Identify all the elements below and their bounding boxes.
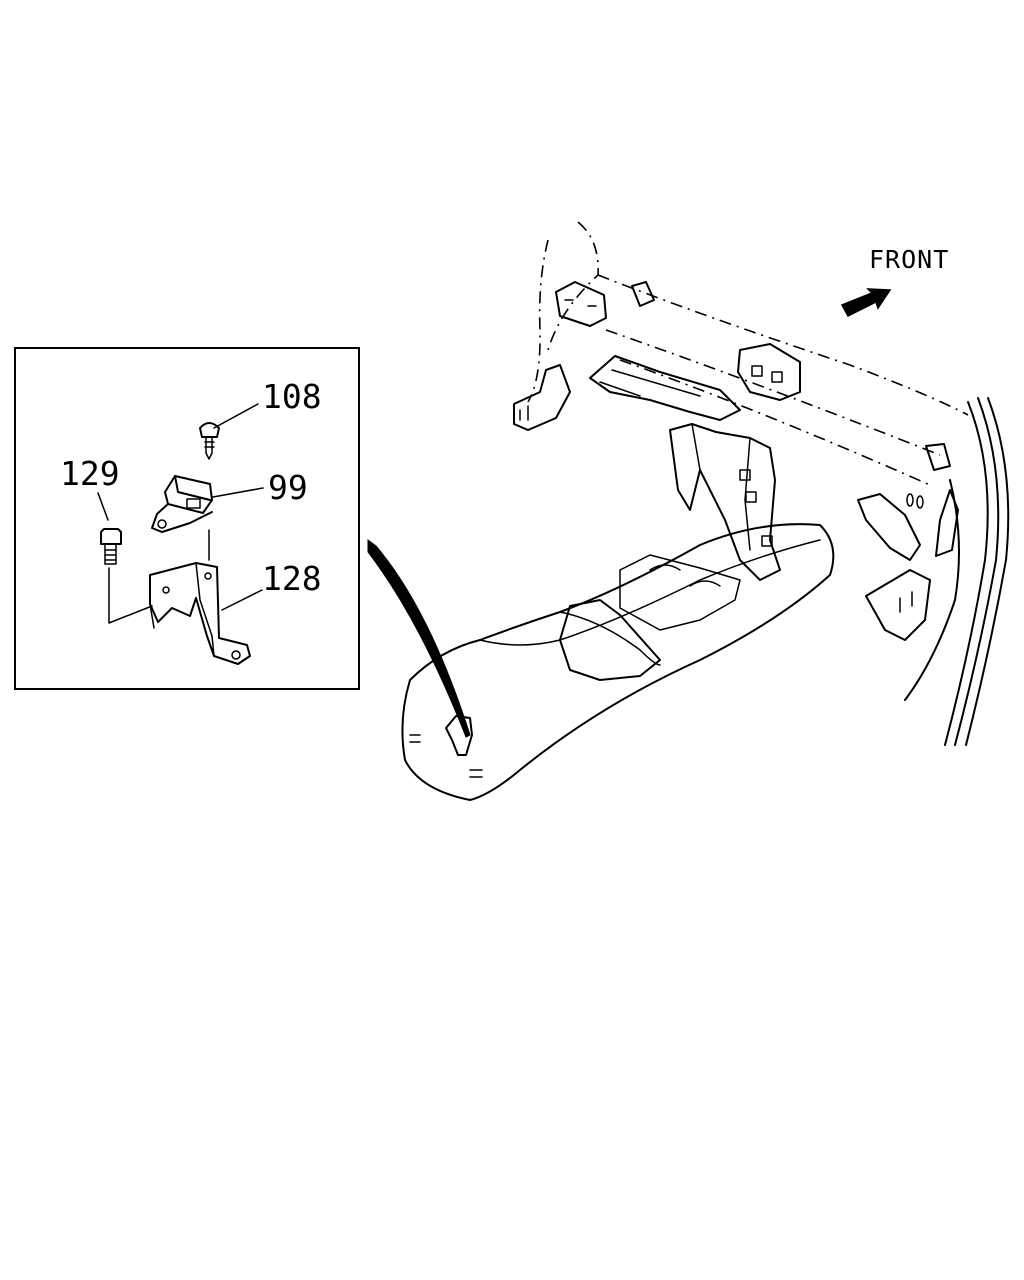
callout-108: 108: [262, 377, 322, 416]
axis-129-128: [108, 567, 153, 624]
callout-99: 99: [268, 468, 308, 507]
vehicle-floor-assembly: [401, 221, 1010, 801]
callout-129: 129: [60, 454, 120, 493]
sensor-99-icon: [151, 475, 213, 533]
sensor-location-marker: [445, 715, 473, 756]
detail-inset: 108 129 99 128: [14, 347, 360, 690]
screw-108-icon: [199, 422, 220, 460]
bolt-129-icon: [100, 528, 122, 565]
leader-pointer-icon: [367, 539, 471, 738]
leader-99: [212, 487, 264, 498]
front-arrow-icon: [840, 288, 892, 317]
leader-128: [221, 589, 263, 611]
inset-frame: [14, 347, 360, 690]
front-label: FRONT: [869, 245, 949, 274]
leader-129: [97, 492, 109, 521]
leader-108: [213, 403, 259, 429]
bracket-128-icon: [149, 562, 251, 665]
callout-128: 128: [262, 559, 322, 598]
